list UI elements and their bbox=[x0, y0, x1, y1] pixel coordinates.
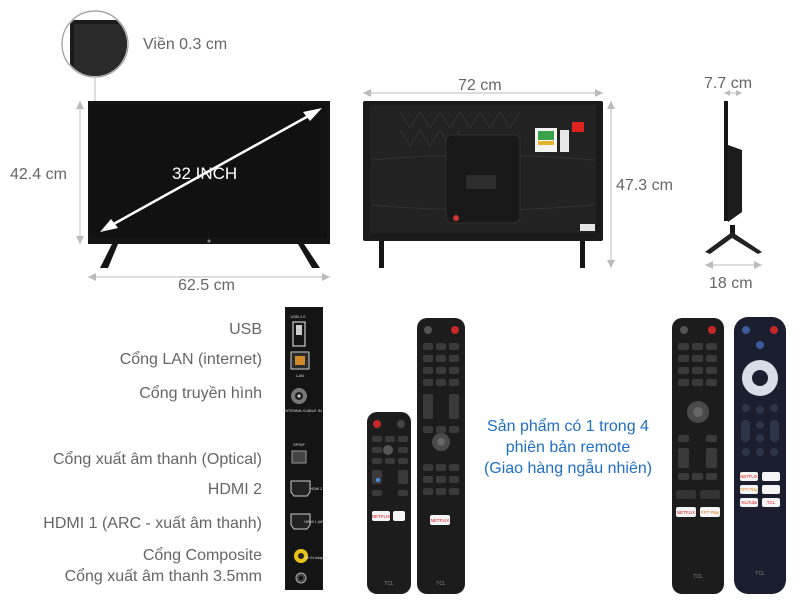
remote-small-brand: TCL bbox=[384, 581, 394, 587]
hdmi2-port-icon bbox=[290, 480, 311, 497]
port-label-antenna: Cổng truyền hình bbox=[139, 385, 262, 402]
remote-fourth: NETFLIX FPT Play YouTube TCL bbox=[734, 317, 786, 594]
back-width-label: 72 cm bbox=[458, 77, 502, 94]
back-height-label: 47.3 cm bbox=[616, 177, 673, 194]
remote-tall-brand: TCL bbox=[436, 581, 446, 587]
front-tv bbox=[76, 101, 330, 281]
port-label-hdmi2: HDMI 2 bbox=[207, 481, 262, 498]
port-label-lan: Cổng LAN (internet) bbox=[119, 351, 262, 368]
remote-third: NETFLIX FPT Play bbox=[672, 318, 724, 594]
diagonal-arrow bbox=[109, 112, 313, 228]
svg-text:TCL: TCL bbox=[767, 500, 776, 505]
remote-tall: NETFLIX bbox=[417, 318, 465, 594]
panel-text-lan: LAN bbox=[296, 373, 304, 378]
bezel-zoom bbox=[61, 10, 129, 102]
panel-text-hdmi2: HDMI 2 bbox=[310, 487, 322, 491]
usb-port-icon bbox=[292, 321, 306, 347]
svg-text:FPT Play: FPT Play bbox=[701, 510, 720, 515]
stand-depth-label: 18 cm bbox=[709, 275, 753, 292]
side-tv bbox=[705, 90, 762, 269]
remote-note: Sản phẩm có 1 trong 4 phiên bản remote (… bbox=[470, 416, 666, 479]
hdmi1-port-icon bbox=[290, 513, 311, 530]
port-label-composite: Cổng Composite bbox=[142, 547, 262, 564]
svg-text:NETFLIX: NETFLIX bbox=[372, 514, 391, 519]
port-label-usb: USB bbox=[229, 321, 262, 338]
front-width-label: 62.5 cm bbox=[178, 277, 235, 294]
remote-fourth-brand: TCL bbox=[755, 571, 765, 577]
optical-port-icon bbox=[291, 450, 307, 464]
svg-text:YouTube: YouTube bbox=[741, 500, 758, 505]
panel-text-usb: USB 2.0 bbox=[291, 314, 307, 319]
port-panel bbox=[285, 307, 323, 590]
remote-small: NETFLIX bbox=[367, 412, 411, 594]
panel-text-av: AV IN Adapter bbox=[305, 556, 328, 560]
port-label-optical: Cổng xuất âm thanh (Optical) bbox=[53, 451, 262, 468]
front-height-label: 42.4 cm bbox=[10, 166, 67, 183]
panel-text-spdif: SPDIF bbox=[293, 442, 305, 447]
bezel-label: Viền 0.3 cm bbox=[143, 36, 228, 53]
diagonal-label: 32 INCH bbox=[172, 164, 238, 183]
svg-text:NETFLIX: NETFLIX bbox=[677, 510, 696, 515]
panel-text-antenna: ANTENNA /CABLE IN bbox=[282, 408, 321, 413]
remote-note-line2: phiên bản remote bbox=[505, 439, 631, 456]
remote-note-line1: Sản phẩm có 1 trong 4 bbox=[487, 418, 649, 435]
remote-third-brand: TCL bbox=[693, 574, 703, 580]
remote-note-line3: (Giao hàng ngẫu nhiên) bbox=[483, 460, 653, 477]
back-tv bbox=[363, 89, 615, 268]
svg-text:FPT Play: FPT Play bbox=[740, 487, 758, 492]
panel-text-hdmi1: HDMI 1 (ARC) bbox=[304, 520, 327, 524]
port-label-audio-jack: Cổng xuất âm thanh 3.5mm bbox=[64, 568, 262, 585]
svg-text:NETFLIX: NETFLIX bbox=[740, 474, 757, 479]
port-label-hdmi1: HDMI 1 (ARC - xuất âm thanh) bbox=[43, 515, 262, 532]
svg-text:NETFLIX: NETFLIX bbox=[431, 518, 450, 523]
side-depth-label: 7.7 cm bbox=[704, 75, 753, 92]
